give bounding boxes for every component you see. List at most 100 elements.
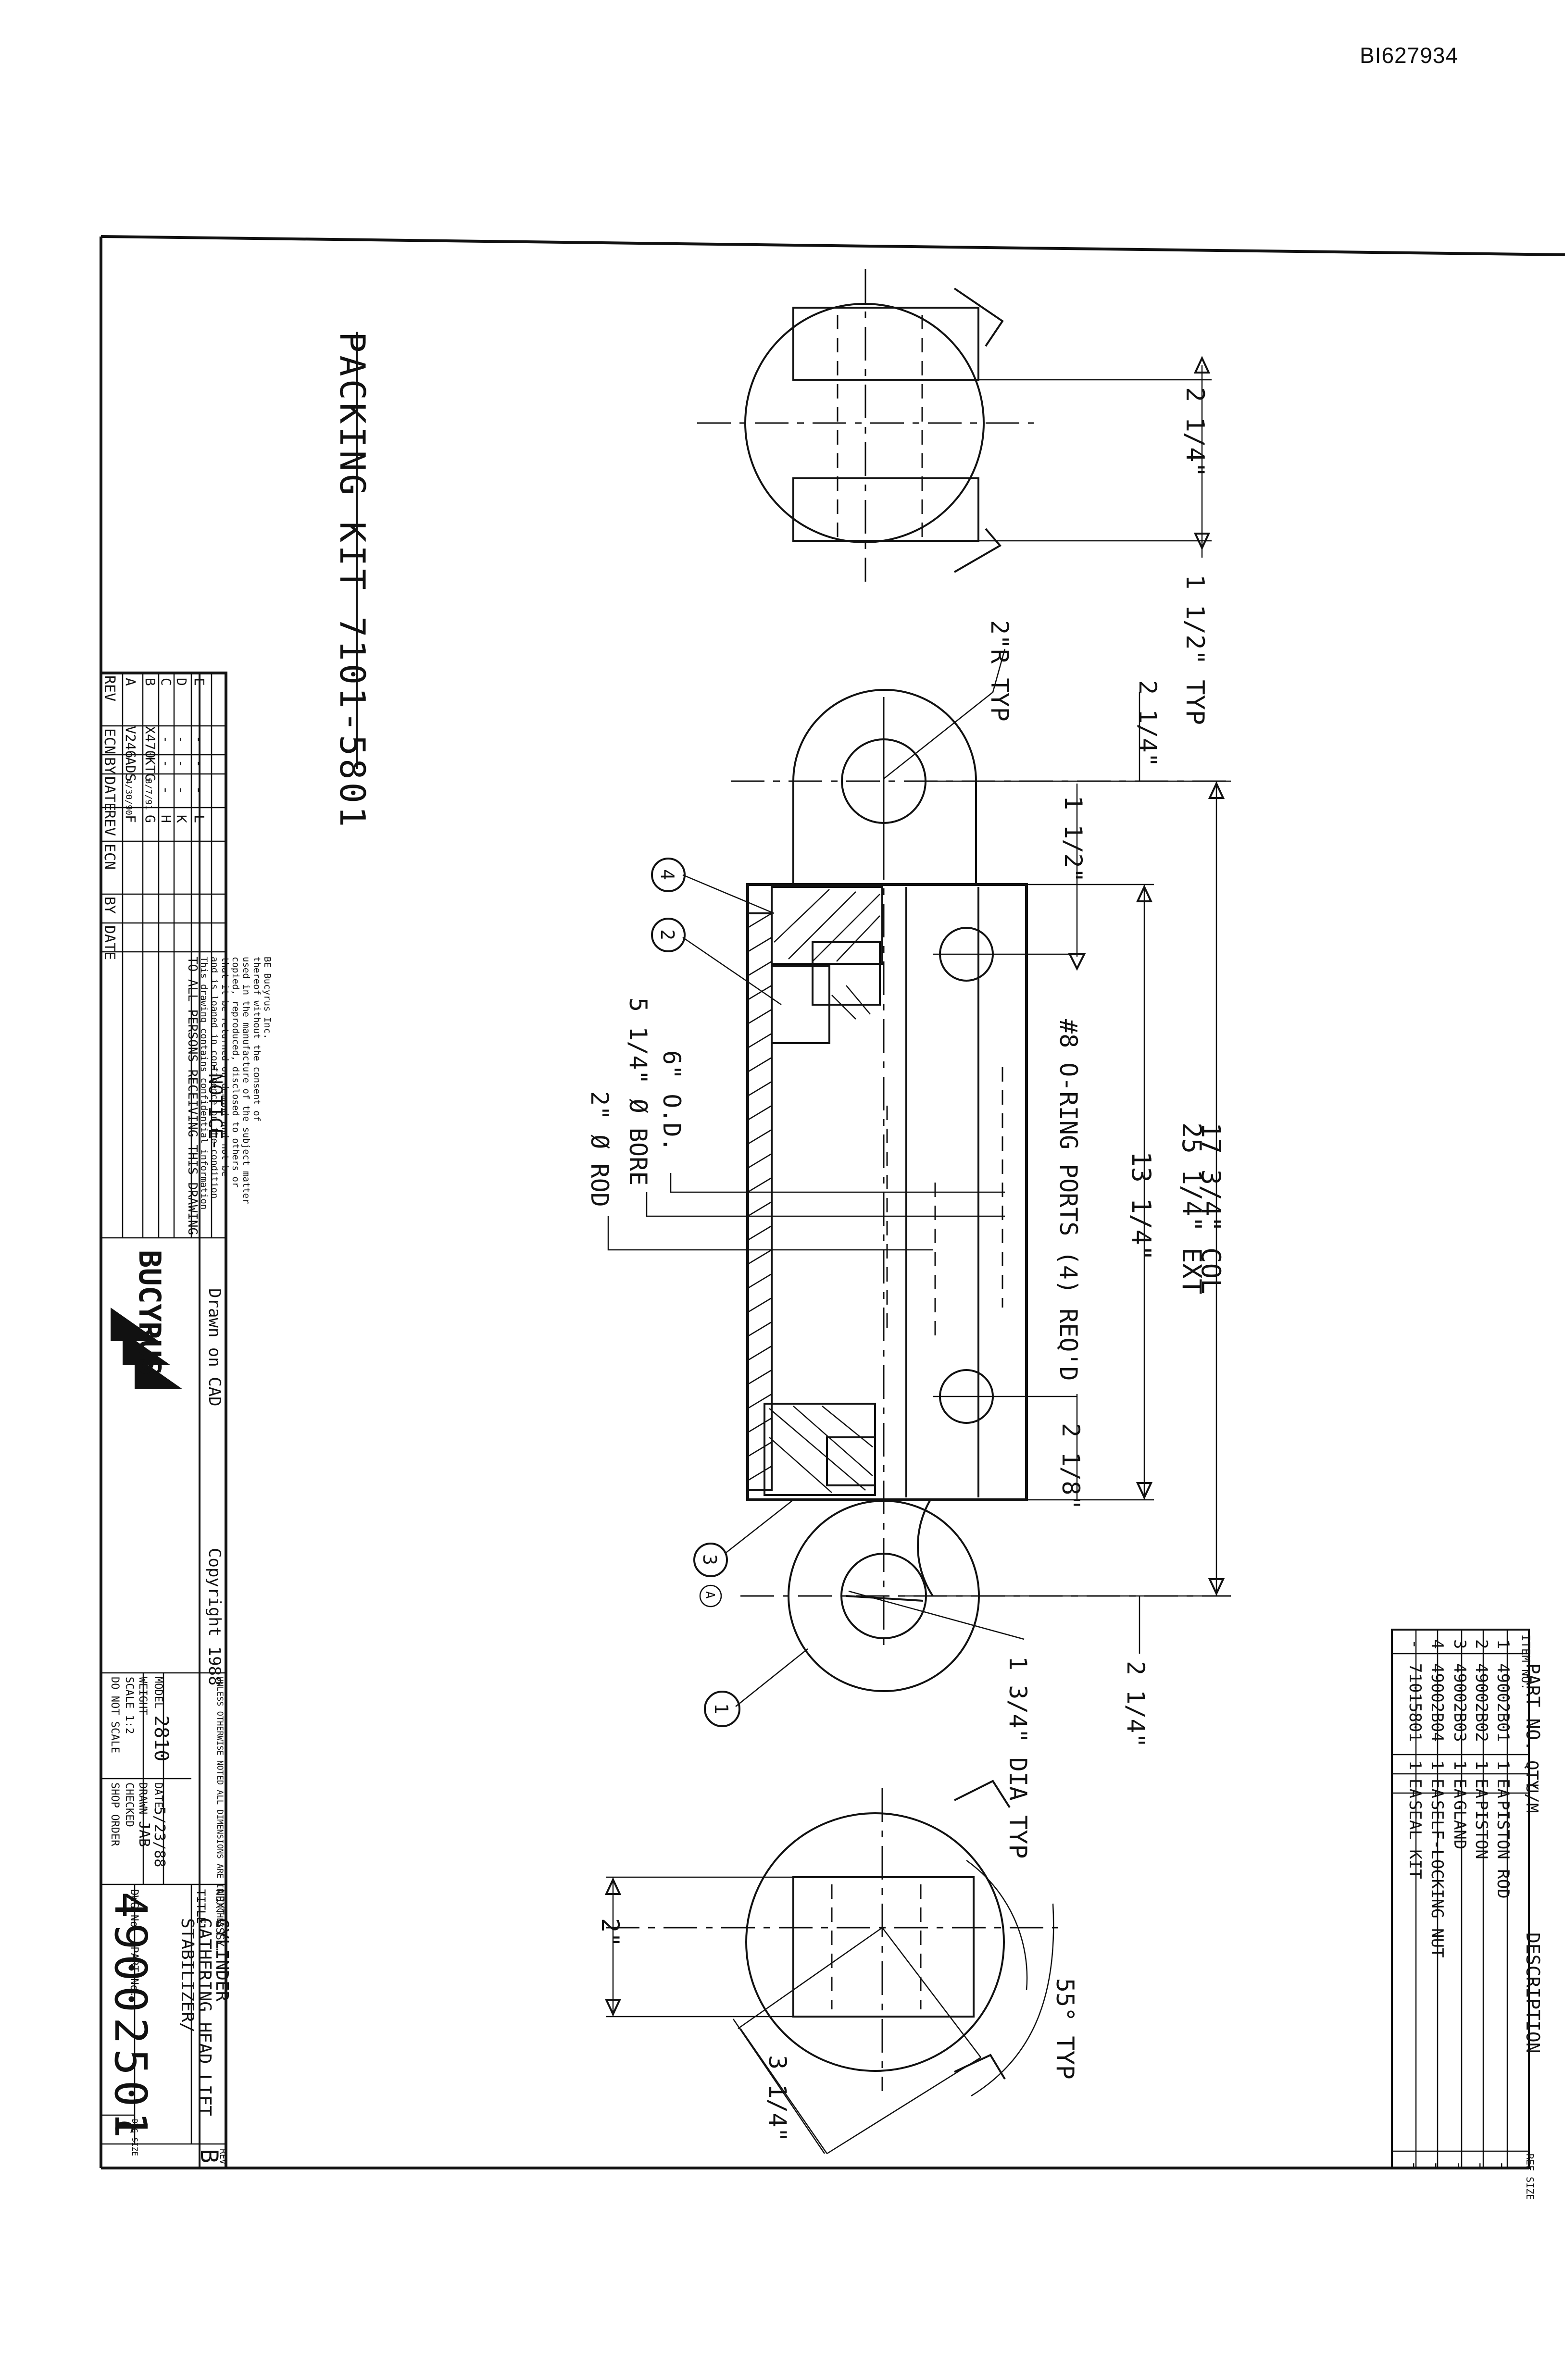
svg-text:2: 2 — [1472, 1639, 1491, 1649]
top-end-view — [697, 269, 1212, 582]
svg-text:DATE: DATE — [152, 1782, 164, 1808]
dim-angle: 55° TYP — [1051, 1978, 1079, 2080]
svg-text:-: - — [158, 735, 174, 744]
title-label: TITLE — [194, 1889, 208, 1924]
tolerance-note: UNLESS OTHERWISE NOTED ALL DIMENSIONS AR… — [215, 1677, 225, 1928]
copyright: Copyright 1988 — [205, 1548, 224, 1686]
svg-text:and is loaned in confidence on: and is loaned in confidence on the condi… — [209, 957, 220, 1198]
parts-row: 1 49002B01 1 EA PISTON ROD - — [1493, 1639, 1513, 2169]
svg-text:GLAND: GLAND — [1450, 1800, 1469, 1849]
drawn-on-cad: Drawn on CAD — [205, 1288, 224, 1407]
dim-eye-offset-bottom: 2 1/4" — [1122, 1661, 1150, 1748]
svg-text:DO NOT SCALE: DO NOT SCALE — [109, 1677, 121, 1753]
svg-text:REV: REV — [101, 675, 118, 701]
svg-text:-: - — [1494, 2161, 1511, 2169]
rev-value: B — [195, 2149, 223, 2163]
balloon-3: 3 A — [693, 1543, 728, 1607]
svg-text:DATE: DATE — [101, 925, 118, 960]
svg-text:1: 1 — [711, 1703, 732, 1714]
svg-text:JAB: JAB — [136, 1821, 152, 1847]
parts-header-size: REF SIZE — [1524, 2154, 1536, 2200]
svg-text:1: 1 — [1493, 1760, 1513, 1770]
svg-text:-: - — [158, 760, 174, 768]
svg-text:EA: EA — [1427, 1779, 1447, 1798]
svg-text:-: - — [1451, 2161, 1467, 2169]
parts-list — [1391, 1629, 1530, 2169]
svg-text:4: 4 — [657, 869, 678, 880]
svg-text:DRAWN: DRAWN — [137, 1782, 149, 1814]
svg-text:EA: EA — [1493, 1779, 1513, 1798]
svg-text:1: 1 — [1450, 1760, 1469, 1770]
svg-text:CHECKED: CHECKED — [123, 1782, 135, 1827]
svg-text:71015801: 71015801 — [1405, 1663, 1425, 1742]
svg-text:49002B01: 49002B01 — [1493, 1663, 1513, 1742]
notice-heading: -NOTICE- — [205, 1062, 226, 1150]
svg-text:B: B — [142, 678, 158, 686]
parts-row: 2 49002B02 1 EA PISTON - — [1472, 1639, 1491, 2169]
svg-text:49002B02: 49002B02 — [1472, 1663, 1491, 1742]
sheet-top-border — [100, 235, 1565, 256]
svg-text:EA: EA — [1472, 1779, 1491, 1798]
svg-text:-: - — [174, 760, 189, 768]
svg-text:-: - — [1472, 2161, 1489, 2169]
revision-row: C - - - H — [158, 678, 174, 823]
svg-text:C: C — [158, 678, 174, 686]
logo-text: BUCYRUS — [132, 1250, 167, 1375]
svg-text:EA: EA — [1450, 1779, 1469, 1798]
svg-text:STABILIZER/: STABILIZER/ — [177, 1918, 197, 2032]
svg-text:-: - — [191, 786, 207, 794]
notice-body: TO ALL PERSONS RECEIVING THIS DRAWING Th… — [185, 957, 273, 1235]
drawing-title-block — [101, 1884, 192, 2144]
svg-text:-: - — [1406, 2161, 1423, 2169]
svg-text:MODEL: MODEL — [152, 1677, 164, 1708]
order-row: DO NOT SCALE SHOP ORDER — [109, 1677, 121, 1846]
svg-text:-: - — [1405, 1639, 1425, 1649]
svg-text:49002B03: 49002B03 — [1450, 1663, 1469, 1742]
dim-top-width: 2 1/4" — [1180, 387, 1209, 477]
dim-rod: 2" Ø ROD — [586, 1091, 613, 1207]
parts-header-item: ITEM NO. — [1519, 1634, 1532, 1690]
dim-bottom-width: 2" — [596, 1918, 624, 1947]
packing-kit-title: PACKING KIT 7101-5801 — [332, 332, 373, 830]
svg-text:PISTON ROD: PISTON ROD — [1493, 1800, 1513, 1899]
svg-text:KTG: KTG — [142, 757, 158, 782]
dwg-no-label: DWG No. /PART No. — [128, 1889, 140, 1997]
dwg-no: 49002501 — [105, 1892, 156, 2143]
revision-header: REV ECN BY DATE REV ECN BY DATE — [101, 675, 118, 960]
model-row: MODEL 2810 DATE 5/23/88 — [150, 1677, 172, 1867]
dim-body-length: 13 1/4" — [1126, 1151, 1156, 1261]
revision-row: D - - - K — [174, 678, 189, 823]
balloon-2: 2 — [651, 918, 686, 952]
parts-header-qty: QTY — [1522, 1760, 1541, 1790]
parts-header-part: PART NO. — [1522, 1663, 1543, 1751]
svg-text:-NOTICE-: -NOTICE- — [205, 1062, 226, 1150]
svg-text:SELF-LOCKING NUT: SELF-LOCKING NUT — [1427, 1800, 1447, 1958]
svg-text:-: - — [174, 735, 189, 744]
svg-text:-: - — [191, 760, 207, 768]
svg-text:CYLINDER: CYLINDER — [212, 1918, 232, 2002]
svg-text:BE Bucyrus Inc.: BE Bucyrus Inc. — [262, 957, 273, 1039]
rev-label: REV — [218, 2149, 228, 2165]
revision-row: B X470 KTG 3/7/91 G — [142, 678, 158, 823]
svg-text:EA: EA — [1405, 1779, 1425, 1798]
svg-text:4: 4 — [1427, 1639, 1447, 1649]
dim-port-offset-bottom: 2 1/8" — [1057, 1423, 1085, 1510]
parts-header-desc: DESCRIPTION — [1522, 1932, 1543, 2054]
dim-pin-dia: 1 3/4" DIA TYP — [1004, 1656, 1032, 1858]
cylinder-side-view — [607, 648, 1231, 1707]
svg-text:1: 1 — [1493, 1639, 1513, 1649]
svg-text:-: - — [174, 786, 189, 794]
svg-text:used in the manufacture of the: used in the manufacture of the subject m… — [241, 957, 251, 1204]
svg-text:-: - — [191, 735, 207, 744]
svg-text:A: A — [123, 678, 138, 686]
dim-eye-radius: 2"R TYP — [986, 620, 1014, 722]
svg-text:ECN: ECN — [101, 728, 118, 754]
svg-text:3: 3 — [1450, 1639, 1469, 1649]
svg-text:ADS: ADS — [123, 757, 138, 782]
svg-text:5/23/88: 5/23/88 — [151, 1807, 168, 1867]
svg-text:-: - — [158, 786, 174, 794]
svg-text:X470: X470 — [142, 726, 158, 758]
svg-text:thereof without the consent of: thereof without the consent of — [251, 957, 262, 1121]
svg-text:E: E — [191, 678, 207, 686]
